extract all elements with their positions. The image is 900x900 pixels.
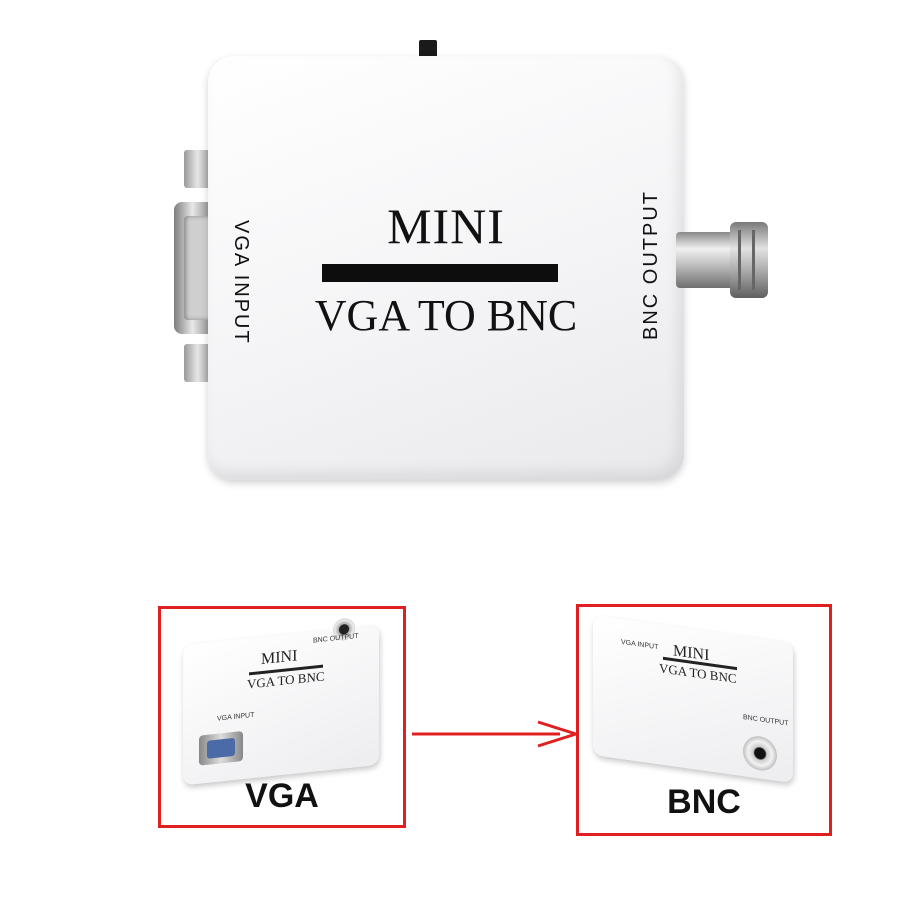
thumb-side-label: VGA INPUT bbox=[217, 711, 255, 723]
bnc-connector bbox=[676, 218, 768, 302]
thumb-top-label: VGA INPUT bbox=[621, 638, 659, 652]
thumb-top-label: BNC OUTPUT bbox=[313, 632, 359, 645]
title-divider bbox=[322, 264, 558, 282]
bnc-output-label: BNC OUTPUT bbox=[640, 190, 662, 340]
thumb-side-label: BNC OUTPUT bbox=[743, 714, 789, 728]
product-title: MINI bbox=[387, 198, 505, 254]
arrow-right-icon bbox=[412, 720, 580, 748]
vga-socket bbox=[184, 216, 210, 320]
vga-connector-thumb bbox=[199, 730, 243, 766]
vga-panel: MINI VGA TO BNC VGA INPUT BNC OUTPUT VGA bbox=[158, 606, 406, 828]
vga-shell bbox=[174, 202, 220, 334]
bnc-panel: VGA INPUT MINI VGA TO BNC BNC OUTPUT BNC bbox=[576, 604, 832, 836]
vga-caption: VGA bbox=[245, 777, 319, 815]
bnc-connector-thumb bbox=[743, 734, 777, 773]
bnc-ring bbox=[730, 222, 768, 298]
bnc-caption: BNC bbox=[667, 783, 741, 821]
thumb-title: MINI bbox=[261, 647, 298, 669]
vga-input-label: VGA INPUT bbox=[230, 220, 252, 345]
bnc-barrel bbox=[676, 232, 736, 288]
vga-view-device: MINI VGA TO BNC VGA INPUT BNC OUTPUT bbox=[183, 617, 379, 786]
product-photo: MINI VGA TO BNC VGA INPUT BNC OUTPUT bbox=[174, 40, 768, 480]
product-subtitle: VGA TO BNC bbox=[314, 291, 578, 340]
bnc-view-device: VGA INPUT MINI VGA TO BNC BNC OUTPUT bbox=[593, 614, 793, 784]
